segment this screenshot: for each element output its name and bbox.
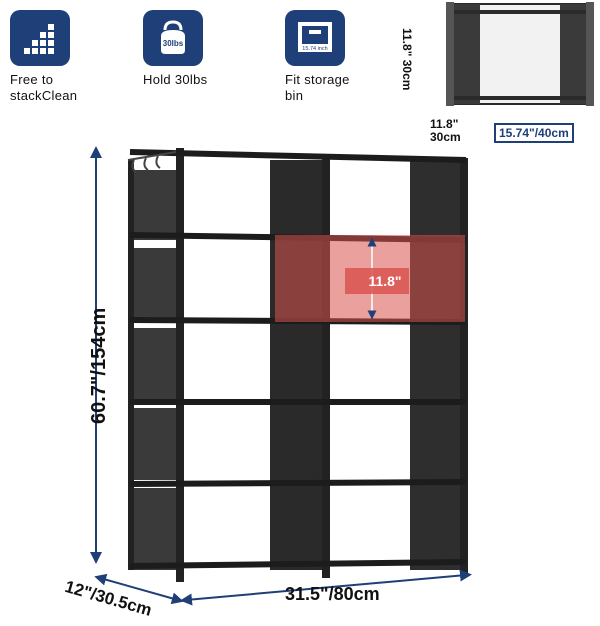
cube-width-badge: 15.74"/40cm [494, 123, 574, 143]
cube-detail-illustration [446, 2, 594, 106]
shelf-height-label: 60.7"/154cm [88, 307, 110, 424]
feature-label-hold: Hold 30lbs [143, 72, 208, 87]
feature-label-stack: Free to stackClean [10, 72, 78, 103]
cube-height-label: 11.8" 30cm [400, 28, 414, 91]
feature-stack: Free to stackClean [10, 10, 130, 104]
shelf-width-label: 31.5"/80cm [285, 584, 380, 604]
cube-height-text: 11.8" [368, 273, 401, 289]
kettlebell-weight-text: 30lbs [163, 39, 184, 48]
kettlebell-icon: 30lbs [143, 10, 203, 66]
storage-bin-icon: 15.74 inch [285, 10, 345, 66]
feature-label-bin: Fit storage bin [285, 72, 350, 103]
stack-blocks-icon [10, 10, 70, 66]
feature-bin: 15.74 inch Fit storage bin [285, 10, 405, 104]
left-side-panels [130, 170, 178, 570]
feature-hold: 30lbs Hold 30lbs [143, 10, 263, 88]
shoe-rack-illustration: 11.8" [90, 146, 472, 606]
side-hooks [127, 151, 177, 173]
cube-depth-label: 11.8" 30cm [430, 117, 461, 144]
bin-size-text: 15.74 inch [302, 46, 327, 52]
